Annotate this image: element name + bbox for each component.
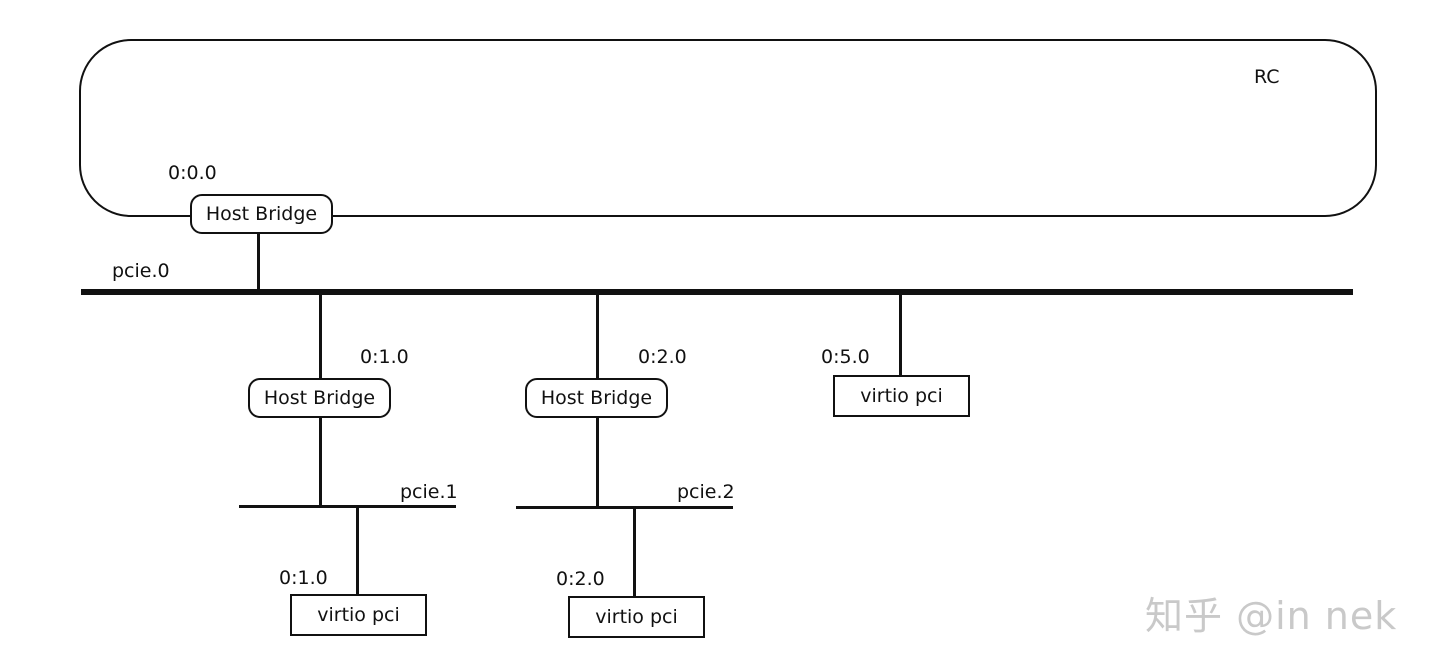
sub-bus-2-line [516, 506, 733, 509]
device-2-virtio-pci: virtio pci [568, 596, 705, 638]
rc-label: RC [1254, 66, 1280, 88]
branch-2-upper-connector [596, 294, 599, 378]
branch-1-lower-connector [319, 418, 322, 507]
host-bridge-0-address: 0:0.0 [168, 162, 217, 184]
device-0-connector [899, 294, 902, 376]
watermark: 知乎 @in nek [1145, 594, 1398, 638]
device-0-address: 0:5.0 [821, 346, 870, 368]
root-bus-line [81, 289, 1353, 295]
device-2-connector [633, 508, 636, 597]
device-2-address: 0:2.0 [556, 568, 605, 590]
rc-container [79, 39, 1377, 217]
host-bridge-1: Host Bridge [248, 378, 391, 418]
host-bridge-2-address: 0:2.0 [638, 346, 687, 368]
device-1-address: 0:1.0 [279, 567, 328, 589]
branch-1-upper-connector [319, 294, 322, 378]
root-bus-label: pcie.0 [112, 260, 170, 282]
sub-bus-2-label: pcie.2 [677, 481, 735, 503]
device-0-virtio-pci: virtio pci [833, 375, 970, 417]
sub-bus-1-label: pcie.1 [400, 481, 458, 503]
host-bridge-1-address: 0:1.0 [360, 346, 409, 368]
device-1-virtio-pci: virtio pci [290, 594, 427, 636]
host-bridge-2: Host Bridge [525, 378, 668, 418]
host-bridge-0-connector [257, 233, 260, 291]
sub-bus-1-line [239, 505, 456, 508]
device-1-connector [356, 507, 359, 595]
branch-2-lower-connector [596, 418, 599, 507]
host-bridge-0: Host Bridge [190, 194, 333, 234]
